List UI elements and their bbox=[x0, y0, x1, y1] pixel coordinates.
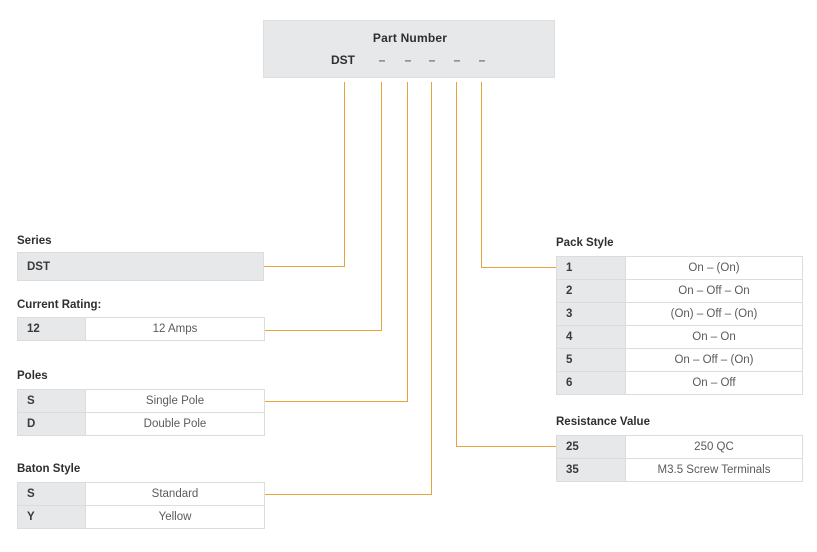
pack-style-value-cell-6: On – Off bbox=[625, 371, 803, 395]
connector-line-current-rating-horizontal bbox=[264, 330, 382, 332]
connector-line-current-rating-vertical bbox=[381, 82, 383, 331]
baton-style-code-cell-s: S bbox=[17, 482, 86, 506]
baton-style-value-cell-y: Yellow bbox=[85, 505, 265, 529]
pack-style-code-cell-5: 5 bbox=[556, 348, 626, 372]
pack-style-value-cell-5: On – Off – (On) bbox=[625, 348, 803, 372]
resistance-value-code-cell-35: 35 bbox=[556, 458, 626, 482]
connector-line-poles-vertical bbox=[407, 82, 409, 402]
connector-line-poles-horizontal bbox=[264, 401, 408, 403]
table-baton-style: S Standard Y Yellow bbox=[17, 482, 265, 529]
table-row[interactable]: D Double Pole bbox=[17, 412, 265, 436]
group-title-resistance-value: Resistance Value bbox=[556, 416, 650, 428]
table-resistance-value: 25 250 QC 35 M3.5 Screw Terminals bbox=[556, 435, 803, 482]
resistance-value-value-cell-35: M3.5 Screw Terminals bbox=[625, 458, 803, 482]
baton-style-code-cell-y: Y bbox=[17, 505, 86, 529]
table-pack-style: 1 On – (On) 2 On – Off – On 3 (On) – Off… bbox=[556, 256, 803, 395]
connector-line-resistance-value-vertical bbox=[456, 82, 458, 447]
resistance-value-code-cell-25: 25 bbox=[556, 435, 626, 459]
poles-value-cell-s: Single Pole bbox=[85, 389, 265, 413]
table-row[interactable]: 3 (On) – Off – (On) bbox=[556, 302, 803, 326]
part-number-box: Part Number DST – – – – – bbox=[263, 20, 555, 78]
group-title-current-rating: Current Rating: bbox=[17, 299, 102, 311]
connector-line-pack-style-vertical bbox=[481, 82, 483, 268]
connector-line-baton-style-horizontal bbox=[264, 494, 432, 496]
connector-line-series-vertical bbox=[344, 82, 346, 267]
connector-line-series-horizontal bbox=[264, 266, 345, 268]
connector-line-pack-style-horizontal bbox=[481, 267, 556, 269]
current-rating-code-cell: 12 bbox=[17, 317, 86, 341]
connector-line-resistance-value-horizontal bbox=[456, 446, 556, 448]
table-poles: S Single Pole D Double Pole bbox=[17, 389, 265, 436]
current-rating-value-cell: 12 Amps bbox=[85, 317, 265, 341]
part-number-title: Part Number bbox=[372, 31, 448, 45]
table-row[interactable]: 2 On – Off – On bbox=[556, 279, 803, 303]
group-title-poles: Poles bbox=[17, 370, 48, 382]
table-row[interactable]: 1 On – (On) bbox=[556, 256, 803, 280]
group-title-series: Series bbox=[17, 235, 52, 247]
pack-style-value-cell-3: (On) – Off – (On) bbox=[625, 302, 803, 326]
table-row[interactable]: DST bbox=[17, 252, 264, 281]
table-row[interactable]: 35 M3.5 Screw Terminals bbox=[556, 458, 803, 482]
table-row[interactable]: S Single Pole bbox=[17, 389, 265, 413]
resistance-value-value-cell-25: 250 QC bbox=[625, 435, 803, 459]
pack-style-code-cell-2: 2 bbox=[556, 279, 626, 303]
part-number-slot-5: – bbox=[478, 53, 486, 67]
baton-style-value-cell-s: Standard bbox=[85, 482, 265, 506]
pack-style-value-cell-4: On – On bbox=[625, 325, 803, 349]
table-row[interactable]: S Standard bbox=[17, 482, 265, 506]
poles-code-cell-d: D bbox=[17, 412, 86, 436]
pack-style-code-cell-1: 1 bbox=[556, 256, 626, 280]
group-title-pack-style: Pack Style bbox=[556, 237, 614, 249]
pack-style-code-cell-6: 6 bbox=[556, 371, 626, 395]
part-number-series-code: DST bbox=[331, 53, 355, 67]
table-row[interactable]: 4 On – On bbox=[556, 325, 803, 349]
part-number-slot-3: – bbox=[428, 53, 436, 67]
connector-line-baton-style-vertical bbox=[431, 82, 433, 495]
pack-style-code-cell-4: 4 bbox=[556, 325, 626, 349]
pack-style-value-cell-1: On – (On) bbox=[625, 256, 803, 280]
part-number-slot-1: – bbox=[378, 53, 386, 67]
table-row[interactable]: 12 12 Amps bbox=[17, 317, 265, 341]
group-title-baton-style: Baton Style bbox=[17, 463, 81, 475]
table-row[interactable]: 6 On – Off bbox=[556, 371, 803, 395]
part-number-slot-4: – bbox=[453, 53, 461, 67]
pack-style-value-cell-2: On – Off – On bbox=[625, 279, 803, 303]
part-number-slot-2: – bbox=[404, 53, 412, 67]
table-row[interactable]: 5 On – Off – (On) bbox=[556, 348, 803, 372]
table-row[interactable]: Y Yellow bbox=[17, 505, 265, 529]
table-current-rating: 12 12 Amps bbox=[17, 317, 265, 341]
table-series: DST bbox=[17, 252, 264, 281]
poles-value-cell-d: Double Pole bbox=[85, 412, 265, 436]
table-row[interactable]: 25 250 QC bbox=[556, 435, 803, 459]
series-code-cell: DST bbox=[17, 252, 264, 281]
poles-code-cell-s: S bbox=[17, 389, 86, 413]
pack-style-code-cell-3: 3 bbox=[556, 302, 626, 326]
